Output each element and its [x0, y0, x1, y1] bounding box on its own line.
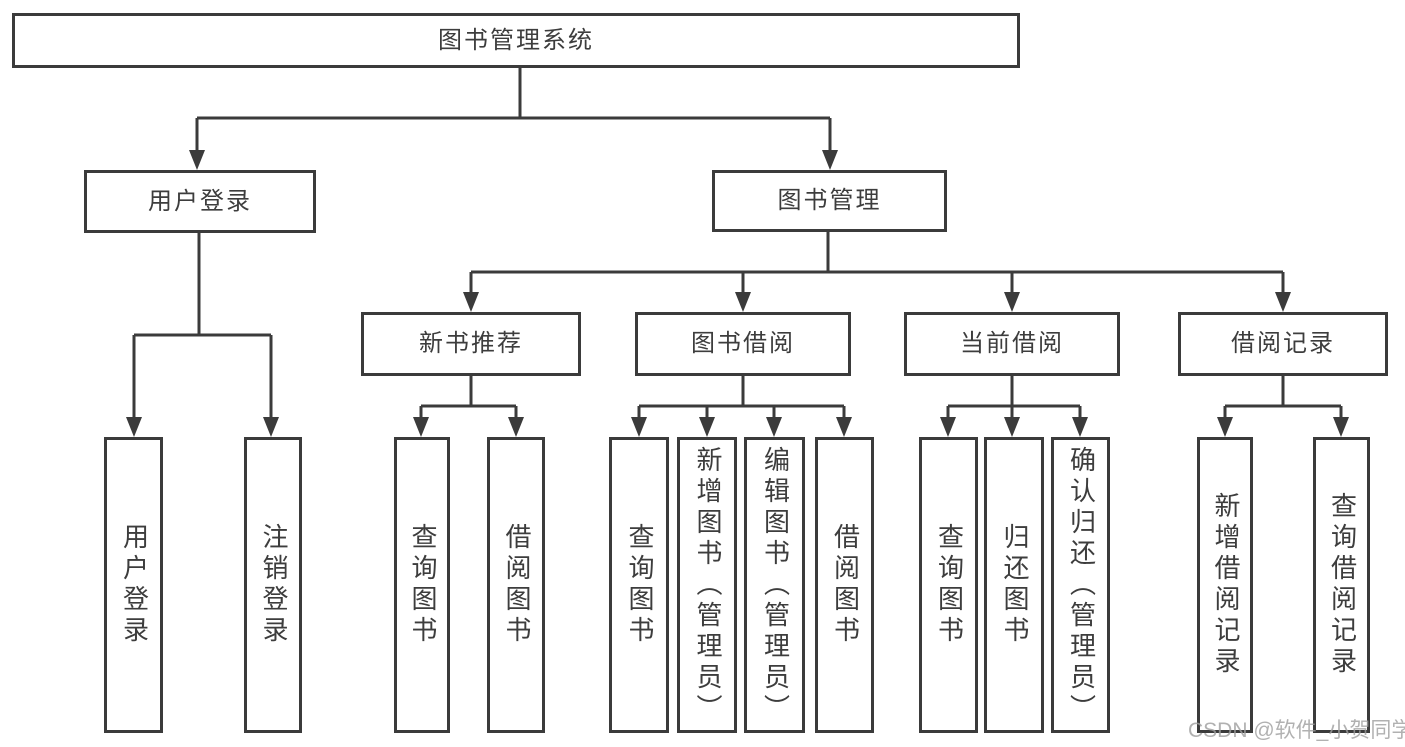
connector-book-borrow-branch: [631, 376, 852, 437]
leaf-user-login: 用户登录: [104, 437, 163, 733]
connector-new-book-recommend-branch: [413, 376, 524, 437]
leaf-add-book-admin: 新增图书（管理员）: [677, 437, 737, 733]
leaf-query-books-current: 查询图书: [919, 437, 978, 733]
node-borrow-records: 借阅记录: [1178, 312, 1388, 376]
leaf-query-borrow-record: 查询借阅记录: [1313, 437, 1370, 733]
leaf-borrow-books: 借阅图书: [815, 437, 874, 733]
node-book-management-branch: 图书管理: [712, 170, 947, 232]
leaf-return-books: 归还图书: [984, 437, 1044, 733]
node-library-management-system: 图书管理系统: [12, 13, 1020, 68]
csdn-watermark: CSDN @软件_小贺同学: [1188, 719, 1405, 742]
node-book-borrow: 图书借阅: [635, 312, 851, 376]
connector-borrow-records-branch: [1217, 376, 1349, 437]
leaf-query-books-recommend: 查询图书: [394, 437, 450, 733]
connector-book-management-branch: [463, 232, 1291, 312]
connector-current-borrow-branch: [940, 376, 1088, 437]
leaf-logout: 注销登录: [244, 437, 302, 733]
leaf-query-books-borrow: 查询图书: [609, 437, 669, 733]
node-user-login-branch: 用户登录: [84, 170, 316, 233]
connector-root-to-level2: [189, 68, 838, 170]
leaf-add-borrow-record: 新增借阅记录: [1197, 437, 1253, 733]
leaf-borrow-books-recommend: 借阅图书: [487, 437, 545, 733]
leaf-edit-book-admin: 编辑图书（管理员）: [744, 437, 805, 733]
node-current-borrow: 当前借阅: [904, 312, 1120, 376]
connector-user-login-branch: [126, 233, 279, 437]
leaf-confirm-return-admin: 确认归还（管理员）: [1051, 437, 1110, 733]
node-new-book-recommend: 新书推荐: [361, 312, 581, 376]
